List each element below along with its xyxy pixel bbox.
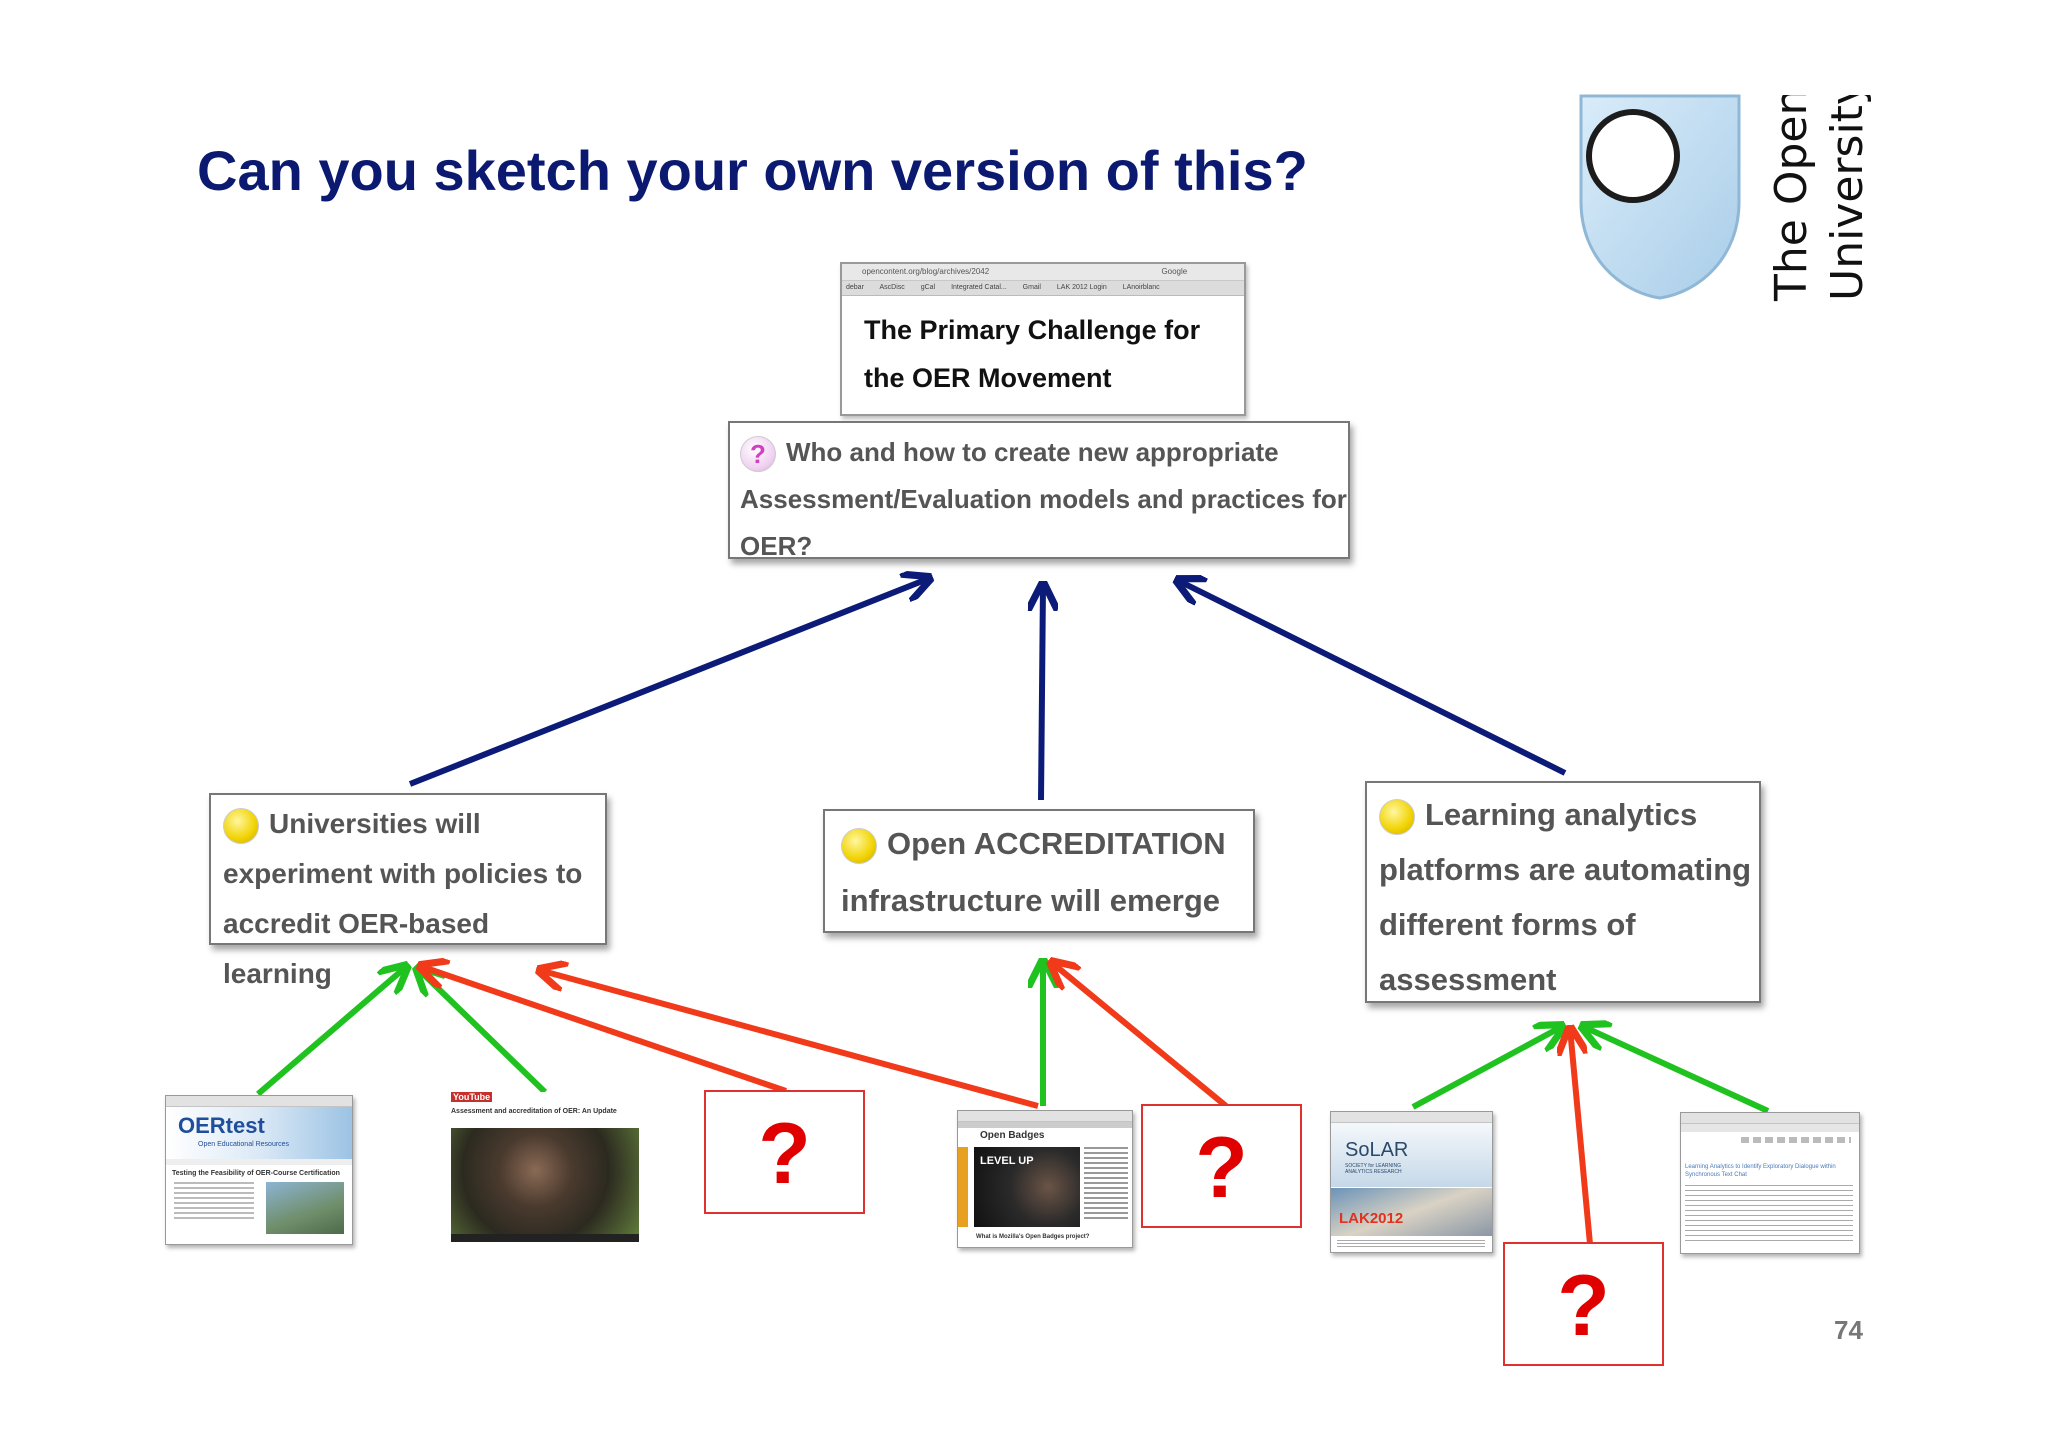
browser-url-bar: opencontent.org/blog/archives/2042 Googl… (842, 264, 1244, 281)
bookmark-item: AscDisc (879, 284, 905, 291)
arrow-green-article (1582, 1026, 1770, 1114)
bookmark-item: Integrated Catal... (951, 284, 1007, 291)
arrow-red-qbox1 (420, 966, 787, 1094)
youtube-brand: YouTube (451, 1092, 493, 1102)
oertest-headline: Testing the Feasibility of OER-Course Ce… (172, 1170, 340, 1177)
arrow-blue-right (1177, 580, 1567, 776)
challenge-card: ? Who and how to create new appropriate A… (728, 421, 1350, 561)
browser-search-box: Google (1161, 267, 1188, 276)
bookmark-item: gCal (920, 284, 936, 291)
lightbulb-icon (223, 807, 259, 844)
challenge-line1: Who and how to create new appropriate (786, 437, 1279, 467)
oertest-website-thumbnail: OERtest Open Educational Resources Testi… (165, 1095, 353, 1245)
prediction-card-learning-analytics: Learning analytics platforms are automat… (1365, 781, 1761, 1003)
bookmark-item: Gmail (1022, 284, 1041, 291)
open-badges-brand: Open Badges (980, 1130, 1045, 1141)
lak2012-label: LAK2012 (1339, 1210, 1404, 1227)
arrow-red-qbox3 (1570, 1028, 1593, 1245)
open-university-shield-logo (1579, 94, 1741, 300)
prediction-card-universities: Universities will experiment with polici… (209, 793, 607, 989)
unknown-evidence-box: ? (1141, 1104, 1302, 1228)
prediction-card-open-accreditation: Open ACCREDITATION infrastructure will e… (823, 809, 1255, 933)
solar-brand: SoLAR (1345, 1139, 1409, 1161)
youtube-headline: Assessment and accreditation of OER: An … (451, 1108, 617, 1115)
prediction-line: Open ACCREDITATION (887, 826, 1226, 861)
solar-subtitle: SOCIETY for LEARNING ANALYTICS RESEARCH (1345, 1163, 1402, 1175)
prediction-line: different forms of (1379, 907, 1636, 942)
blog-post-browser-window: opencontent.org/blog/archives/2042 Googl… (840, 262, 1246, 416)
learning-analytics-article-thumbnail: Learning Analytics to Identify Explorato… (1680, 1112, 1860, 1254)
arrow-red-qbox2 (1051, 962, 1228, 1109)
challenge-line2: Assessment/Evaluation models and practic… (740, 484, 1347, 514)
youtube-video-thumbnail: YouTube Assessment and accreditation of … (449, 1092, 642, 1244)
logo-line2: University (1822, 95, 1873, 301)
arrow-red-badges-left (539, 970, 1039, 1109)
prediction-line: Universities will (269, 808, 481, 839)
blog-heading-line2: the OER Movement (864, 363, 1112, 393)
prediction-line: experiment with policies to (223, 858, 583, 889)
arrow-blue-center (1041, 584, 1043, 801)
prediction-line: platforms are automating (1379, 852, 1752, 887)
bookmark-item: LAnoirblanc (1122, 284, 1160, 291)
open-university-wordmark: The Open University (1766, 95, 1873, 302)
open-badges-banner: LEVEL UP (980, 1155, 1034, 1167)
bookmark-item: debar (846, 284, 864, 291)
solar-society-website-thumbnail: SoLAR SOCIETY for LEARNING ANALYTICS RES… (1330, 1111, 1493, 1253)
oertest-subtitle: Open Educational Resources (198, 1141, 290, 1148)
lightbulb-icon (1379, 798, 1415, 835)
lightbulb-icon (841, 827, 877, 864)
prediction-line: accredit OER-based learning (223, 908, 490, 989)
slide-page-number: 74 (1834, 1315, 1863, 1345)
article-headline: Learning Analytics to Identify Explorato… (1685, 1164, 1836, 1178)
question-bubble-icon: ? (740, 436, 776, 473)
mozilla-open-badges-thumbnail: Open Badges LEVEL UP What is Mozilla's O… (957, 1110, 1133, 1248)
browser-bookmarks-bar: debar AscDisc gCal Integrated Catal... G… (842, 281, 1244, 296)
arrow-green-oertest (256, 966, 407, 1097)
open-badges-caption: What is Mozilla's Open Badges project? (976, 1234, 1090, 1240)
prediction-line: assessment (1379, 962, 1557, 997)
bookmark-item: LAK 2012 Login (1056, 284, 1107, 291)
arrow-blue-left (408, 578, 930, 787)
prediction-line: infrastructure will emerge (841, 883, 1221, 918)
unknown-evidence-box: ? (704, 1090, 865, 1214)
arrow-green-solar (1411, 1026, 1563, 1110)
browser-url: opencontent.org/blog/archives/2042 (862, 267, 990, 276)
blog-post-heading: The Primary Challenge for the OER Moveme… (842, 296, 1244, 402)
unknown-evidence-box: ? (1503, 1242, 1664, 1366)
oertest-brand: OERtest (178, 1113, 265, 1138)
logo-line1: The Open (1766, 95, 1817, 302)
prediction-line: Learning analytics (1425, 797, 1698, 832)
slide-title: Can you sketch your own version of this? (197, 139, 1308, 202)
challenge-line3: OER? (740, 531, 813, 561)
blog-heading-line1: The Primary Challenge for (864, 315, 1201, 345)
